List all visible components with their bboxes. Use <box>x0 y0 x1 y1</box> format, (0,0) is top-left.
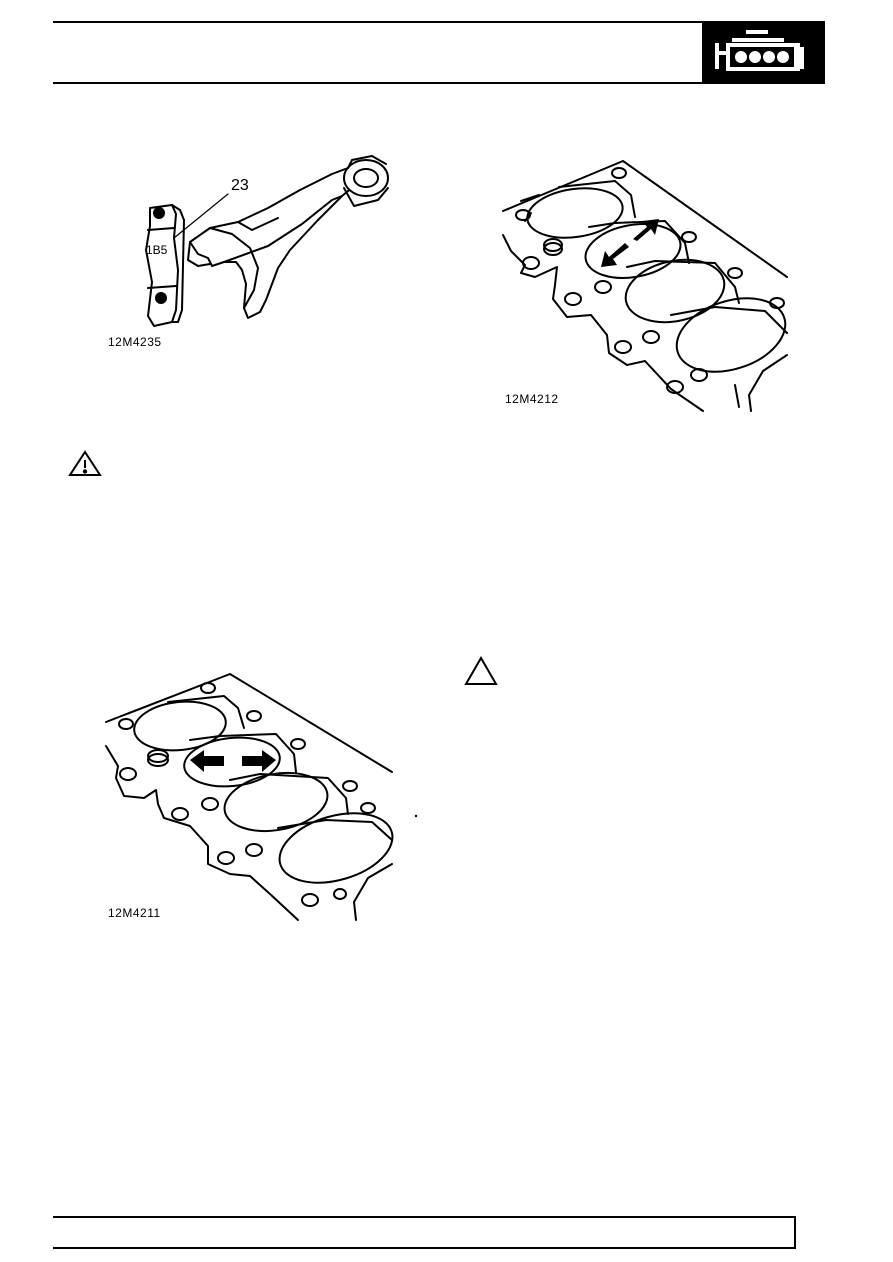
callout-23: 23 <box>231 177 249 194</box>
conrod-illustration: 23 1B5 <box>128 150 398 340</box>
footer-bottom-rule <box>53 1247 796 1249</box>
head-gasket-illustration-1 <box>100 668 420 923</box>
footer-top-rule <box>53 1216 796 1218</box>
caution-triangle-icon <box>464 655 498 687</box>
figure-caption-conrod: 12M4235 <box>108 335 162 349</box>
header-top-rule <box>53 21 825 23</box>
engine-icon <box>715 30 804 71</box>
cap-marking: 1B5 <box>146 243 168 257</box>
header-bottom-rule <box>53 82 703 84</box>
section-tab <box>702 21 825 84</box>
warning-triangle-icon <box>68 449 102 477</box>
footer-end-rule <box>794 1216 796 1249</box>
figure-caption-gasket-1: 12M4211 <box>108 906 161 920</box>
head-gasket-illustration-2 <box>495 155 793 415</box>
figure-caption-gasket-2: 12M4212 <box>505 392 559 406</box>
